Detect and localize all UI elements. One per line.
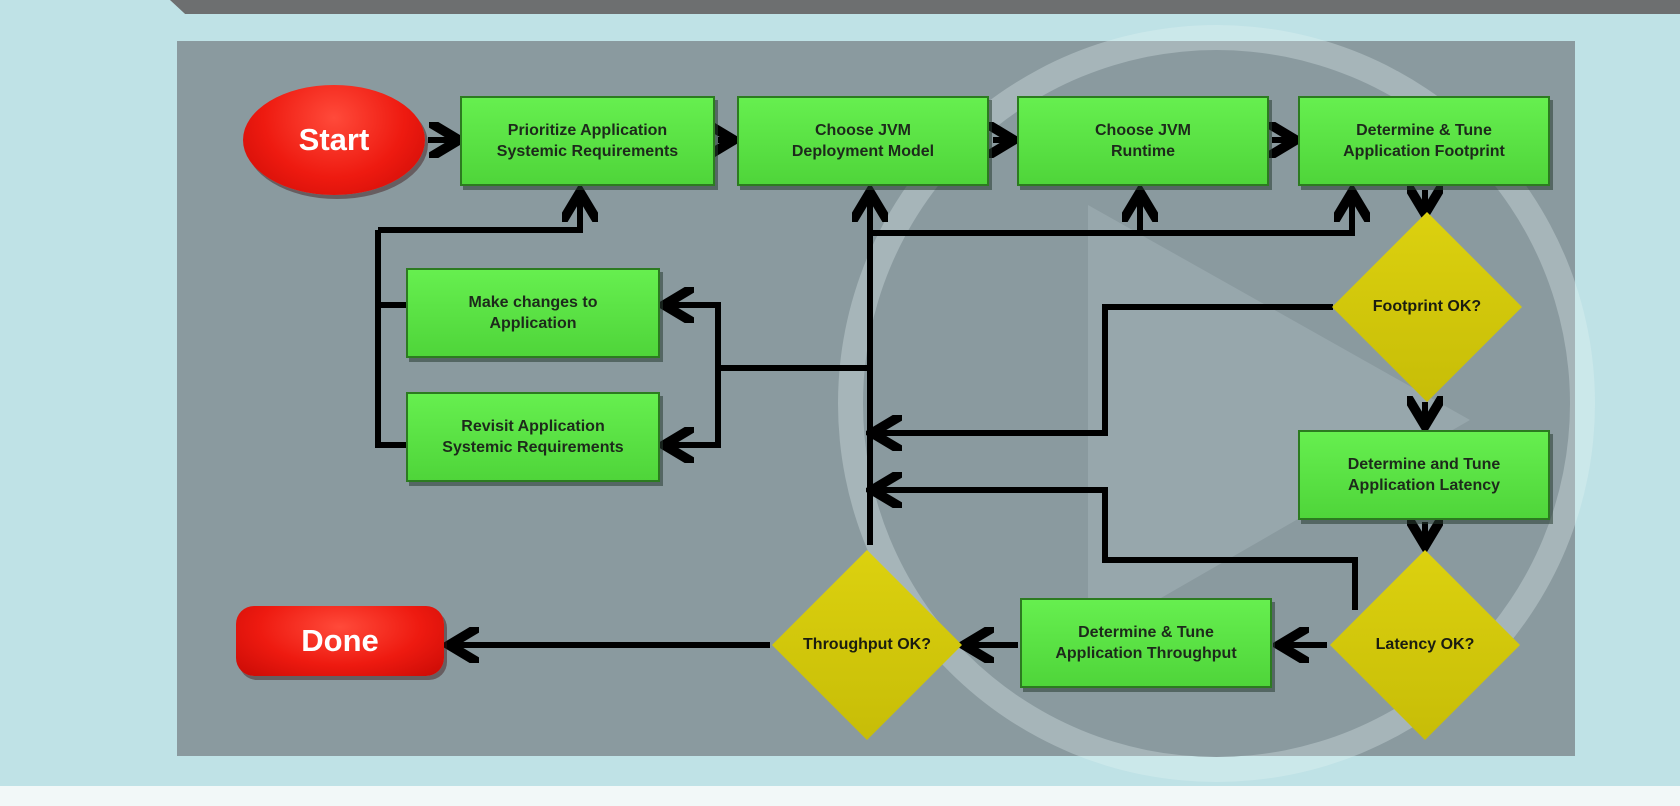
footprint-ok-label: Footprint OK? [1372, 298, 1482, 315]
throughput-ok-label: Throughput OK? [803, 636, 931, 653]
throughput-box: Determine & Tune Application Throughput [1020, 598, 1272, 688]
deployment-model-label: Choose JVM Deployment Model [791, 122, 935, 160]
bottom-band [0, 786, 1680, 806]
make-changes-box: Make changes to Application [406, 268, 660, 358]
latency-box: Determine and Tune Application Latency [1298, 430, 1550, 520]
latency-ok-label: Latency OK? [1375, 636, 1475, 653]
top-banner-bar [170, 0, 1680, 14]
footprint-box: Determine & Tune Application Footprint [1298, 96, 1550, 186]
throughput-label: Determine & Tune Application Throughput [1055, 624, 1237, 662]
deployment-model-box: Choose JVM Deployment Model [737, 96, 989, 186]
make-changes-label: Make changes to Application [468, 294, 598, 332]
jvm-runtime-label: Choose JVM Runtime [1094, 122, 1191, 160]
throughput-ok-decision: Throughput OK? [772, 550, 962, 740]
jvm-runtime-box: Choose JVM Runtime [1017, 96, 1269, 186]
footprint-ok-decision: Footprint OK? [1332, 212, 1522, 402]
revisit-requirements-box: Revisit Application Systemic Requirement… [406, 392, 660, 482]
latency-label: Determine and Tune Application Latency [1347, 456, 1501, 494]
start-terminal: Start [243, 85, 425, 195]
prioritize-requirements-label: Prioritize Application Systemic Requirem… [496, 122, 679, 160]
footprint-label: Determine & Tune Application Footprint [1343, 122, 1505, 160]
prioritize-requirements-box: Prioritize Application Systemic Requirem… [460, 96, 715, 186]
revisit-requirements-label: Revisit Application Systemic Requirement… [442, 418, 624, 456]
done-terminal: Done [236, 606, 444, 676]
latency-ok-decision: Latency OK? [1330, 550, 1520, 740]
